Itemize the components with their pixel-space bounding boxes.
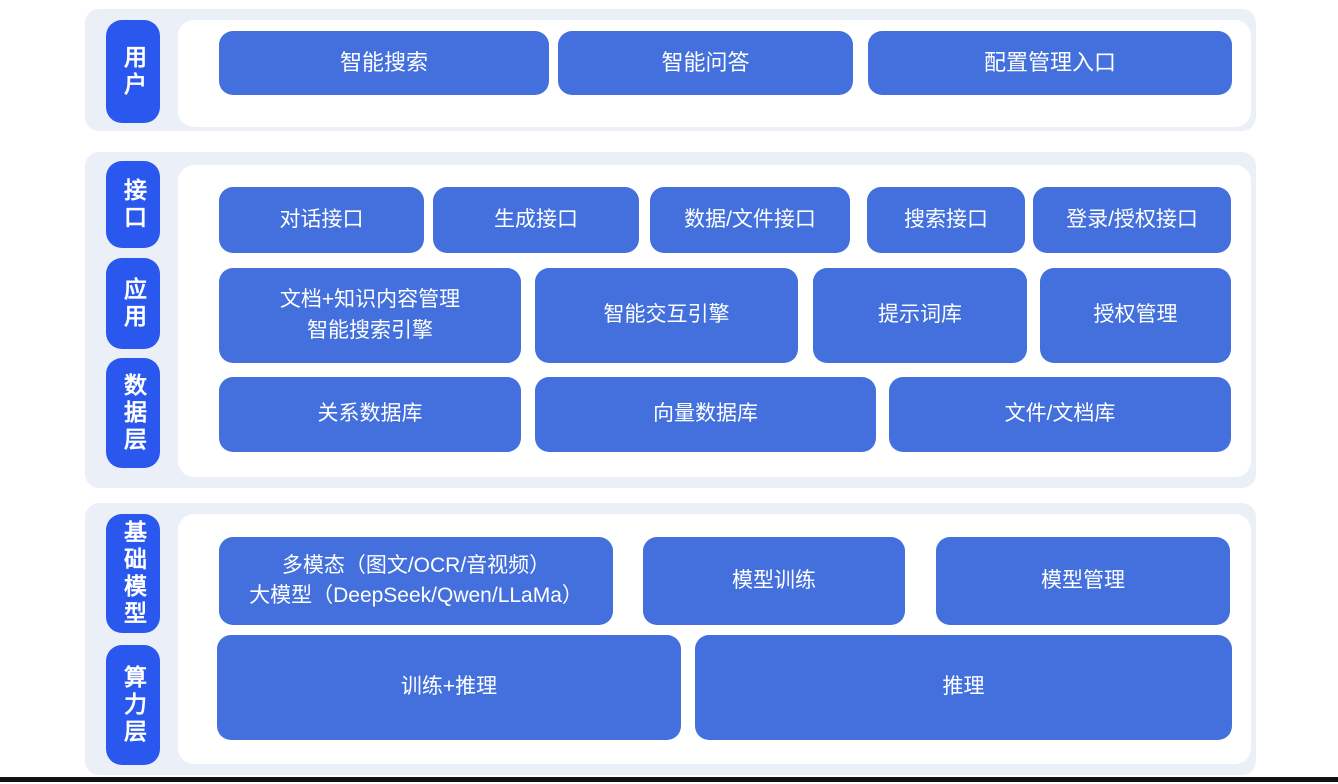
label-interface-layer: 接口	[106, 161, 160, 248]
label-foundation-model-layer-text: 基础模型	[120, 519, 147, 628]
box-training-inference: 训练+推理	[217, 635, 681, 740]
label-application-layer-text: 应用	[120, 276, 147, 331]
label-compute-layer-text: 算力层	[120, 664, 147, 746]
label-foundation-model-layer: 基础模型	[106, 514, 160, 633]
box-relational-database: 关系数据库	[219, 377, 521, 452]
box-generation-interface: 生成接口	[433, 187, 639, 253]
box-search-interface: 搜索接口	[867, 187, 1025, 253]
box-authorization-management: 授权管理	[1040, 268, 1231, 363]
box-login-auth-interface: 登录/授权接口	[1033, 187, 1231, 253]
label-data-layer: 数据层	[106, 358, 160, 468]
box-config-management-entry: 配置管理入口	[868, 31, 1232, 95]
box-model-management: 模型管理	[936, 537, 1230, 625]
box-inference: 推理	[695, 635, 1232, 740]
box-data-file-interface: 数据/文件接口	[650, 187, 850, 253]
label-user-layer-text: 用户	[120, 44, 147, 99]
bottom-border-line	[0, 777, 1338, 782]
box-model-training: 模型训练	[643, 537, 905, 625]
label-compute-layer: 算力层	[106, 645, 160, 765]
box-intelligent-interaction-engine: 智能交互引擎	[535, 268, 798, 363]
label-interface-layer-text: 接口	[120, 177, 147, 232]
box-intelligent-search: 智能搜索	[219, 31, 549, 95]
box-prompt-library: 提示词库	[813, 268, 1027, 363]
box-multimodal-llm: 多模态（图文/OCR/音视频） 大模型（DeepSeek/Qwen/LLaMa）	[219, 537, 613, 625]
box-dialog-interface: 对话接口	[219, 187, 424, 253]
box-doc-knowledge-management: 文档+知识内容管理 智能搜索引擎	[219, 268, 521, 363]
label-application-layer: 应用	[106, 258, 160, 349]
box-intelligent-qa: 智能问答	[558, 31, 853, 95]
label-data-layer-text: 数据层	[120, 372, 147, 454]
box-vector-database: 向量数据库	[535, 377, 876, 452]
label-user-layer: 用户	[106, 20, 160, 123]
box-file-document-store: 文件/文档库	[889, 377, 1231, 452]
